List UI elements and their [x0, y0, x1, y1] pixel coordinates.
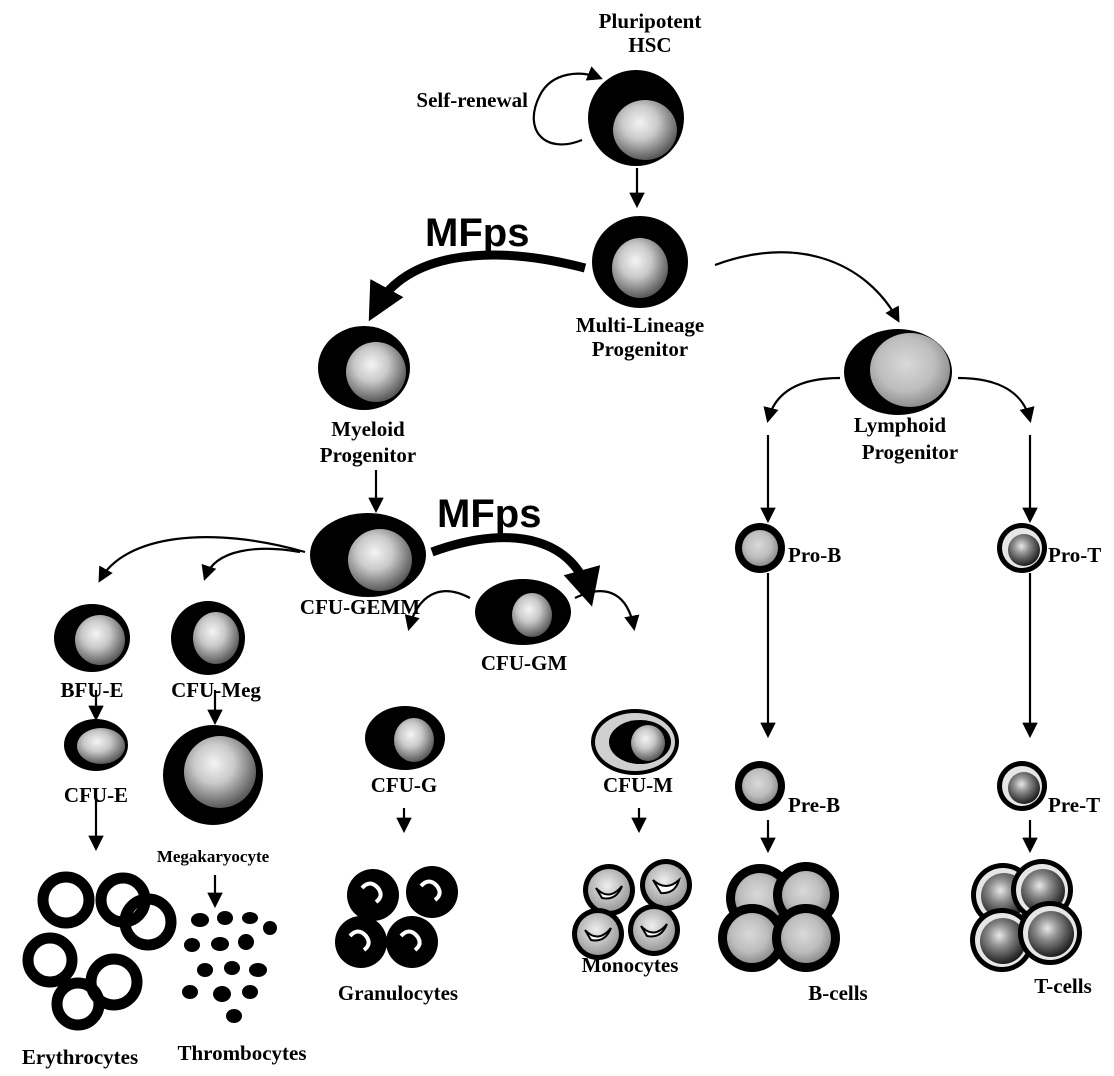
arrow-cfu-gm-to-cfu-m [574, 590, 640, 632]
arrows [88, 66, 1038, 909]
cfu-gemm-cell [310, 513, 426, 597]
labels: Pluripotent HSC Self-renewal MFps Multi-… [22, 9, 1101, 1069]
label-b-cells: B-cells [808, 981, 867, 1005]
arrow-gemm-to-cfu-meg [201, 547, 301, 581]
thick-arrow-multi-to-myeloid [368, 250, 587, 322]
label-lymphoid-line2: Progenitor [862, 440, 958, 464]
b-cells-cluster [718, 862, 840, 972]
myeloid-progenitor-cell [318, 326, 410, 410]
label-granulocytes: Granulocytes [338, 981, 458, 1005]
thrombocytes-cluster [182, 911, 277, 1023]
label-lymphoid-line1: Lymphoid [854, 413, 947, 437]
label-self-renewal: Self-renewal [416, 88, 528, 112]
pre-t-cell [997, 761, 1047, 811]
monocytes-cluster [572, 859, 692, 960]
hsc-cell [588, 70, 684, 166]
label-cfu-meg: CFU-Meg [171, 678, 261, 702]
label-pro-b: Pro-B [788, 543, 841, 567]
cells [54, 70, 1047, 825]
label-myeloid-line2: Progenitor [320, 443, 416, 467]
label-hsc: HSC [628, 33, 671, 57]
arrow-gemm-to-bfu-e [98, 536, 306, 583]
label-t-cells: T-cells [1034, 974, 1092, 998]
pre-b-cell [735, 761, 785, 811]
label-bfu-e: BFU-E [61, 678, 124, 702]
label-multi-lineage-line1: Multi-Lineage [576, 313, 704, 337]
bfu-e-cell [54, 604, 130, 672]
pro-t-cell [997, 523, 1047, 573]
label-pre-b: Pre-B [788, 793, 840, 817]
cfu-meg-cell [171, 601, 245, 675]
erythrocytes-cluster [22, 871, 177, 1031]
arrow-cfu-gm-to-cfu-g [404, 590, 471, 631]
arrow-multi-to-lymphoid [714, 251, 900, 323]
label-megakaryocyte: Megakaryocyte [157, 847, 270, 866]
cfu-gm-cell [475, 579, 571, 645]
multi-lineage-cell [592, 216, 688, 308]
arrow-lymphoid-to-t-branch [957, 376, 1035, 423]
label-mfps-mid: MFps [437, 492, 541, 536]
label-erythrocytes: Erythrocytes [22, 1045, 138, 1069]
label-mfps-top: MFps [425, 211, 529, 255]
cfu-m-cell [591, 709, 679, 775]
cfu-e-cell [64, 719, 128, 771]
label-multi-lineage-line2: Progenitor [592, 337, 688, 361]
label-cfu-e: CFU-E [64, 783, 128, 807]
megakaryocyte-cell [163, 725, 263, 825]
label-pro-t: Pro-T [1048, 543, 1101, 567]
label-pluripotent: Pluripotent [599, 9, 702, 33]
lymphoid-progenitor-cell [844, 329, 952, 415]
label-cfu-gm: CFU-GM [481, 651, 567, 675]
thick-arrow-gemm-to-cfu-gm [430, 533, 601, 607]
pro-b-cell [735, 523, 785, 573]
arrow-lymphoid-to-b-branch [763, 376, 841, 423]
label-cfu-m: CFU-M [603, 773, 673, 797]
label-thrombocytes: Thrombocytes [177, 1041, 306, 1065]
label-cfu-g: CFU-G [371, 773, 438, 797]
label-pre-t: Pre-T [1048, 793, 1100, 817]
cfu-g-cell [365, 706, 445, 770]
label-cfu-gemm: CFU-GEMM [300, 595, 420, 619]
t-cells-cluster [970, 859, 1082, 972]
label-myeloid-line1: Myeloid [331, 417, 405, 441]
granulocytes-cluster [335, 866, 458, 968]
label-monocytes: Monocytes [582, 953, 679, 977]
self-renewal-arrow [532, 66, 603, 146]
